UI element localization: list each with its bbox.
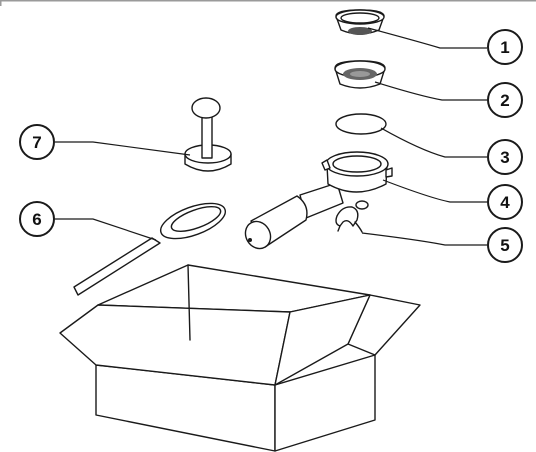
leader-4	[382, 179, 487, 203]
callout-2-label: 2	[500, 91, 509, 110]
leader-lines	[55, 27, 487, 246]
filter-holder	[244, 151, 393, 250]
callout-4-label: 4	[500, 193, 510, 212]
gasket-ring	[335, 113, 387, 135]
measuring-spoon	[73, 202, 227, 296]
callout-6: 6	[19, 201, 55, 237]
callout-7-label: 7	[32, 133, 41, 152]
drip-spout	[335, 206, 363, 233]
callout-5-label: 5	[500, 236, 509, 255]
callout-1-label: 1	[500, 38, 509, 57]
leader-1	[367, 27, 487, 49]
tamper	[184, 97, 232, 172]
callout-2: 2	[487, 82, 523, 118]
callout-3: 3	[487, 139, 523, 175]
leader-3	[380, 127, 487, 158]
callout-6-label: 6	[32, 210, 41, 229]
frame-border	[0, 0, 536, 6]
open-box	[59, 264, 421, 452]
callout-1: 1	[487, 29, 523, 65]
leader-7	[55, 141, 191, 156]
leader-5	[361, 232, 487, 246]
callout-7: 7	[19, 124, 55, 160]
callout-3-label: 3	[500, 148, 509, 167]
leader-2	[374, 81, 487, 101]
callout-5: 5	[487, 227, 523, 263]
small-filter-basket	[335, 9, 385, 35]
leader-6	[55, 218, 157, 241]
large-filter-basket	[334, 60, 386, 89]
callout-4: 4	[487, 184, 523, 220]
